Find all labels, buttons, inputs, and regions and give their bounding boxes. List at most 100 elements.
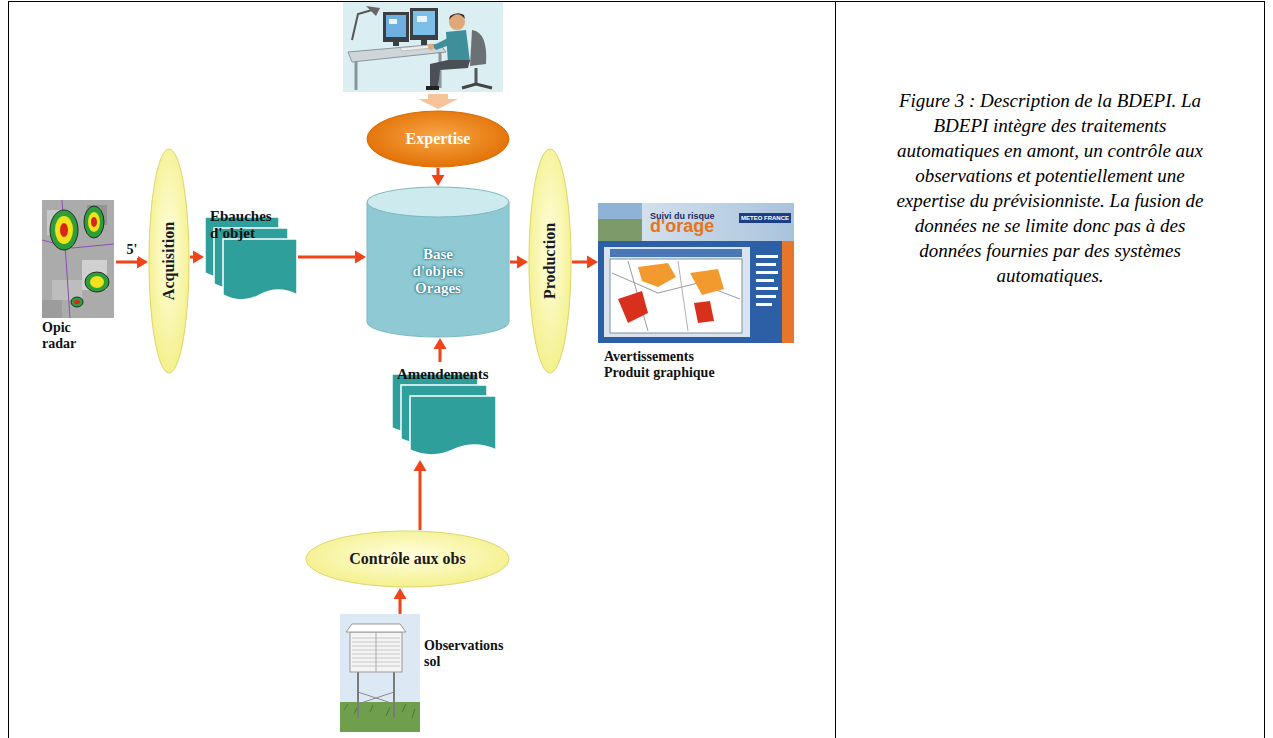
document-stack: Amendements	[391, 362, 497, 460]
illustration-part	[90, 276, 104, 288]
illustration-part	[386, 15, 406, 37]
illustration-part	[60, 223, 68, 237]
input-arrow	[418, 94, 458, 109]
illustration-part	[462, 84, 492, 88]
illustration-part	[88, 212, 100, 232]
arrow-head	[587, 256, 598, 269]
flow-arrow	[572, 256, 598, 269]
process-ellipse: Production	[528, 148, 572, 374]
arrow-head	[137, 256, 148, 269]
illustration-part	[358, 692, 394, 704]
arrow-line	[439, 347, 442, 362]
illustration-part	[678, 261, 688, 331]
table-border	[9, 2, 1265, 738]
illustration-part	[50, 210, 78, 250]
ellipse-fill	[529, 149, 571, 373]
arrow-head	[193, 251, 204, 264]
illustration-part	[340, 614, 420, 732]
illustration-part	[350, 632, 402, 672]
forecaster-illustration	[343, 2, 503, 92]
illustration-part	[426, 86, 439, 90]
illustration-part	[421, 40, 427, 45]
control-ellipse: Contrôle aux obs	[305, 530, 510, 588]
arrow-head	[394, 588, 407, 599]
screen-text: d'orage	[650, 216, 714, 236]
illustration-part	[756, 295, 776, 298]
cylinder-outline	[366, 186, 510, 338]
illustration-part	[756, 271, 778, 274]
node-label: Expertise	[406, 130, 471, 148]
illustration-part	[690, 269, 724, 295]
arrow-line	[298, 256, 357, 259]
expertise-ellipse: Expertise	[366, 110, 510, 168]
illustration-part	[694, 301, 714, 323]
illustration-part	[400, 45, 432, 51]
node-label: Production	[541, 223, 559, 299]
illustration-part	[756, 263, 776, 266]
illustration-part	[366, 6, 380, 16]
illustration-part	[475, 68, 478, 84]
arrow-head	[414, 460, 427, 471]
arrow-head	[355, 251, 366, 264]
illustration-part	[340, 702, 420, 732]
illustration-part	[446, 30, 470, 64]
illustration-part	[428, 44, 434, 50]
table-divider	[835, 1, 836, 738]
ellipse-fill	[149, 149, 189, 373]
document-page	[223, 239, 297, 300]
illustration-part	[610, 249, 742, 257]
cylinder-top	[367, 187, 509, 217]
ellipse-fill	[367, 111, 509, 167]
illustration-part	[352, 10, 372, 40]
illustration-part	[756, 287, 778, 290]
node-label: Acquisition	[160, 222, 178, 300]
cylinder-body	[367, 202, 509, 337]
illustration-part	[449, 13, 465, 20]
radar-image-node: Opic radar	[40, 198, 116, 352]
illustration-part	[71, 297, 83, 307]
illustration-part	[355, 62, 358, 90]
illustration-part	[410, 8, 438, 40]
illustration-part	[417, 16, 427, 22]
illustration-part	[756, 303, 772, 306]
document-stack: Ebauches d'objet	[204, 205, 298, 305]
illustration-part	[756, 279, 774, 282]
illustration-part	[389, 19, 397, 24]
illustration-part	[432, 38, 452, 50]
edge-label: 5'	[126, 242, 139, 258]
illustration-part	[74, 300, 80, 304]
flow-arrow	[434, 338, 447, 362]
illustration-part	[782, 241, 794, 343]
document-page	[410, 396, 496, 455]
arrow-line	[399, 597, 402, 614]
illustration-part	[449, 14, 465, 30]
flow-arrow	[394, 588, 407, 614]
illustration-part	[430, 60, 470, 88]
station-image-node: Observations sol	[340, 614, 520, 670]
illustration-part	[413, 11, 435, 35]
illustration-part	[91, 217, 97, 227]
flow-arrow	[190, 251, 204, 264]
illustration-part	[85, 272, 109, 292]
illustration-part	[598, 203, 642, 241]
node-label: Avertissements Produit graphique	[604, 349, 738, 381]
flow-arrow	[432, 168, 445, 186]
product-screenshot	[598, 203, 794, 343]
illustration-part	[383, 12, 409, 42]
screen-text-holder: d'orage	[650, 216, 714, 236]
node-label: Observations sol	[424, 638, 520, 670]
illustration-part	[346, 624, 406, 632]
illustration-part	[470, 30, 486, 66]
arrow-head	[517, 256, 528, 269]
illustration-part	[598, 203, 642, 219]
flow-arrow	[510, 256, 528, 269]
illustration-part	[42, 200, 114, 318]
arrow-line	[419, 469, 422, 530]
edge-label-holder: 5'	[126, 240, 139, 258]
node-label: Base d'objets Orages	[398, 246, 478, 297]
process-ellipse: Acquisition	[148, 148, 190, 374]
arrow-line	[116, 261, 139, 264]
illustration-part	[376, 632, 377, 672]
screen-text: METEO FRANCE	[739, 213, 791, 223]
ellipse-fill	[306, 531, 509, 587]
